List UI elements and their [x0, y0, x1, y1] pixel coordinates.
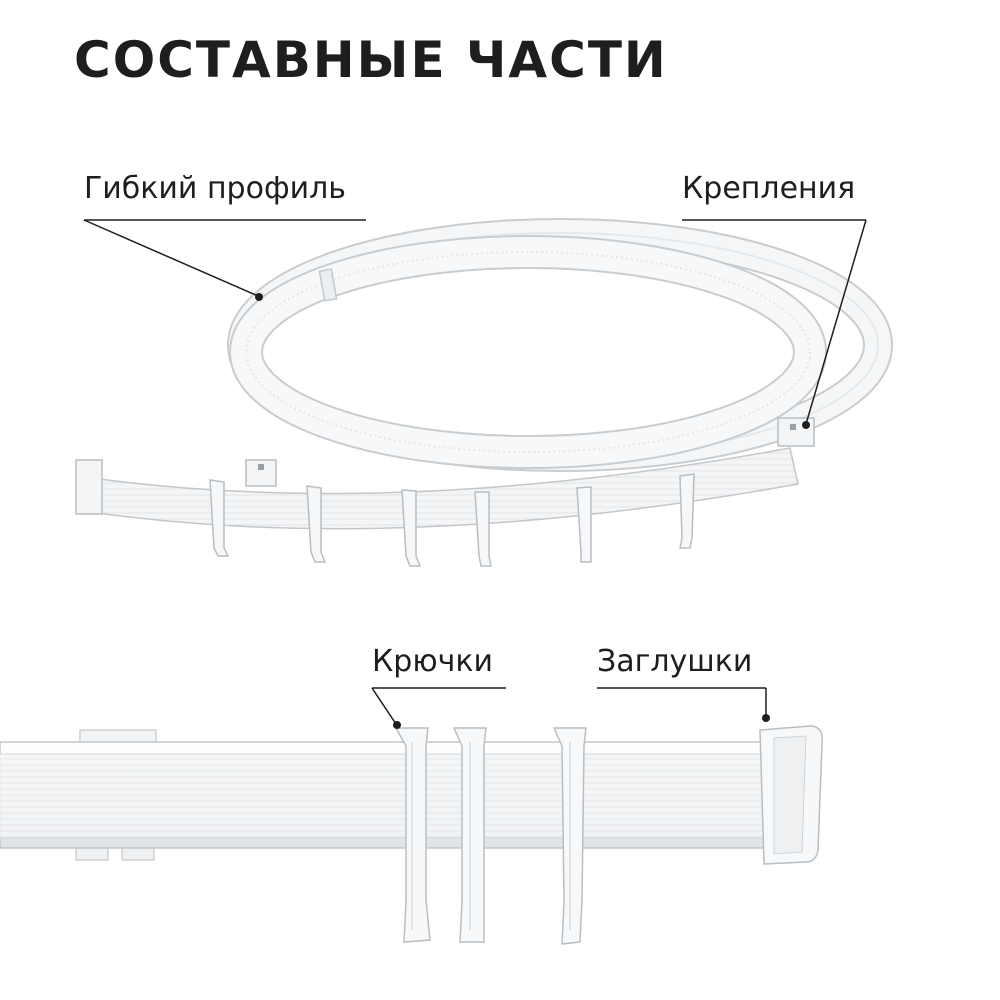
leader-dot	[762, 714, 770, 722]
straight-rail	[0, 725, 823, 945]
leader-lines	[83, 219, 867, 729]
rail-end-cap	[759, 725, 823, 865]
label-mounts: Крепления	[682, 171, 856, 206]
strip-hook	[474, 491, 492, 567]
rail-hook	[394, 727, 431, 943]
leader-dot	[802, 421, 810, 429]
rail-hook	[552, 727, 587, 945]
label-end-caps: Заглушки	[597, 644, 753, 679]
strip-mount	[245, 459, 277, 487]
label-flexible-profile: Гибкий профиль	[84, 171, 346, 206]
leader-dot	[255, 293, 263, 301]
strip-hook	[401, 489, 422, 567]
profile-strip-with-hooks	[75, 447, 799, 567]
rail-hook	[452, 727, 487, 943]
leader-hooks	[371, 687, 397, 725]
leader-dot	[393, 721, 401, 729]
flexible-profile-coil	[227, 218, 893, 472]
strip-hook	[576, 486, 592, 563]
page-title: СОСТАВНЫЕ ЧАСТИ	[74, 31, 668, 89]
strip-hook	[679, 473, 695, 549]
strip-hook	[209, 479, 230, 557]
label-hooks: Крючки	[372, 644, 493, 679]
leader-flexible-profile	[83, 219, 259, 297]
strip-end-cap	[75, 459, 103, 515]
leader-mounts	[805, 219, 867, 425]
strip-hook	[306, 485, 327, 563]
